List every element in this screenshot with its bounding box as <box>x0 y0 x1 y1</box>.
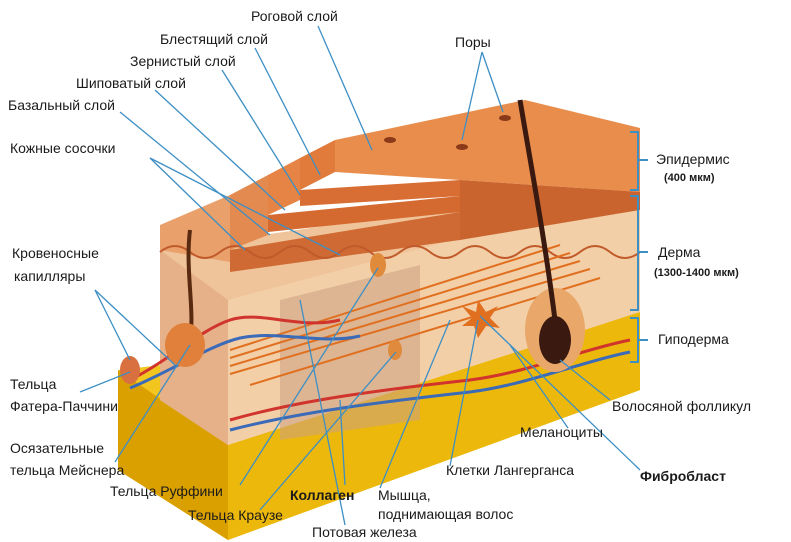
label-melanocytes: Меланоциты <box>520 424 603 441</box>
label-stratum-lucidum: Блестящий слой <box>160 31 268 48</box>
label-capillaries-line1: Кровеносные <box>12 245 99 262</box>
label-hair-follicle: Волосяной фолликул <box>612 398 751 415</box>
label-meissner-line1: Осязательные <box>10 440 104 457</box>
label-pacinian-line1: Тельца <box>10 376 56 393</box>
label-dermis: Дерма <box>658 244 700 261</box>
label-dermis-thickness: (1300-1400 мкм) <box>654 265 739 282</box>
label-meissner-line2: тельца Мейснера <box>10 462 124 479</box>
label-langerhans: Клетки Лангерганса <box>446 462 574 479</box>
label-pacinian-line2: Фатера-Паччини <box>10 398 118 415</box>
label-hypodermis: Гиподерма <box>658 331 729 348</box>
label-dermal-papillae: Кожные сосочки <box>10 140 115 157</box>
label-epidermis: Эпидермис <box>656 151 730 168</box>
label-muscle-line2: поднимающая волос <box>378 506 513 523</box>
label-pores: Поры <box>455 34 491 51</box>
label-collagen: Коллаген <box>290 487 354 504</box>
label-stratum-corneum: Роговой слой <box>251 8 338 25</box>
label-ruffini: Тельца Руффини <box>110 483 223 500</box>
label-sweat-gland: Потовая железа <box>312 524 417 541</box>
label-epidermis-thickness: (400 мкм) <box>664 170 715 187</box>
label-capillaries-line2: капилляры <box>14 268 85 285</box>
label-stratum-granulosum: Зернистый слой <box>130 53 236 70</box>
label-krause: Тельца Краузе <box>188 507 283 524</box>
label-stratum-basale: Базальный слой <box>8 97 115 114</box>
label-muscle-line1: Мышца, <box>378 487 431 504</box>
label-stratum-spinosum: Шиповатый слой <box>76 75 186 92</box>
label-fibroblast: Фибробласт <box>640 468 726 485</box>
